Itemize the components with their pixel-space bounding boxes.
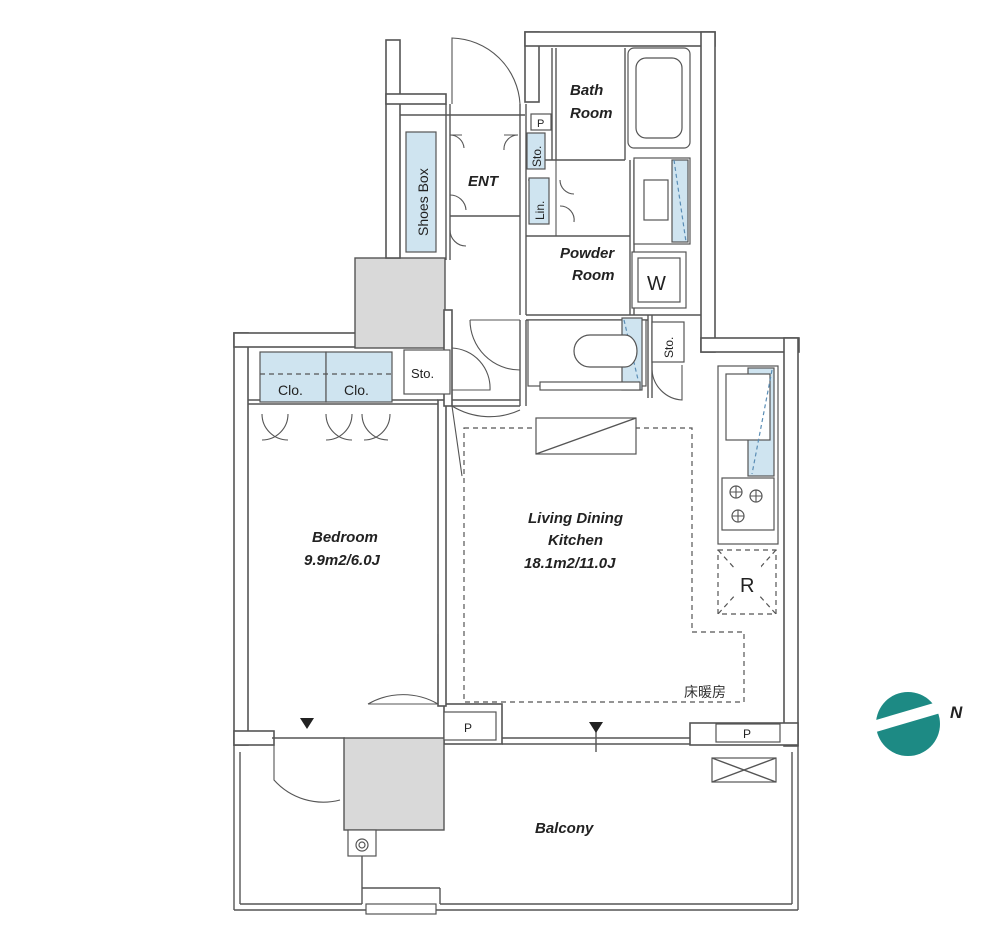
storage-entry-label: Sto. — [530, 146, 544, 167]
washer-label: W — [647, 273, 666, 295]
bedroom-area-label: 9.9m2/6.0J — [304, 552, 381, 569]
storage-bedroom — [403, 349, 451, 395]
ldk-area-label: 18.1m2/11.0J — [524, 555, 616, 572]
doors — [261, 37, 683, 803]
linen-label: Lin. — [533, 201, 547, 220]
balcony-label: Balcony — [535, 820, 594, 837]
pipe-balcony-right-label: P — [743, 727, 751, 741]
closet-right-label: Clo. — [344, 382, 369, 398]
pipe-balcony-left-label: P — [464, 721, 472, 735]
closet-left-label: Clo. — [278, 382, 303, 398]
cooktop — [721, 477, 775, 531]
pipe-shaft-bath — [530, 113, 552, 131]
bath-room-label: Bath — [570, 82, 603, 99]
storage-toilet-label: Sto. — [662, 337, 676, 358]
storage-bedroom-label: Sto. — [411, 366, 434, 381]
bath-room-label-2: Room — [570, 105, 613, 122]
powder-room-label-2: Room — [572, 267, 615, 284]
ldk-label: Living Dining — [528, 510, 623, 527]
kitchen-fixtures — [717, 365, 779, 615]
pipe-shaft-balcony-left — [443, 711, 497, 741]
fridge-label: R — [740, 575, 754, 597]
pipe-bath-label: P — [537, 118, 544, 130]
toilet-bowl — [573, 334, 638, 368]
shoes-box — [405, 131, 437, 253]
toilet-fixtures — [527, 317, 647, 391]
bedroom-label: Bedroom — [312, 529, 378, 546]
storage-toilet — [651, 321, 685, 363]
ldk-fixtures — [463, 417, 745, 703]
window-marker-bedroom — [300, 718, 314, 729]
storage-entry — [526, 132, 546, 170]
linen-closet — [528, 177, 550, 225]
floor-heating-label: 床暖房 — [684, 685, 726, 701]
shoes-box-label: Shoes Box — [415, 168, 431, 236]
pipe-shaft-balcony-right — [715, 723, 781, 743]
north-label: N — [950, 703, 963, 722]
floor-heating-zone — [463, 427, 745, 703]
burner-icon — [729, 485, 763, 523]
window-marker-ldk — [589, 722, 603, 733]
north-compass-icon — [876, 692, 944, 756]
storage-boxes — [259, 113, 781, 743]
ent-label: ENT — [468, 173, 500, 190]
sink — [725, 373, 771, 441]
balcony-area — [233, 737, 799, 915]
ldk-label-2: Kitchen — [548, 532, 603, 549]
bath-fixtures — [627, 47, 691, 309]
closet-right — [325, 351, 393, 403]
fridge-space — [717, 549, 777, 615]
washbasin — [643, 179, 669, 221]
powder-room-label: Powder — [560, 245, 615, 262]
